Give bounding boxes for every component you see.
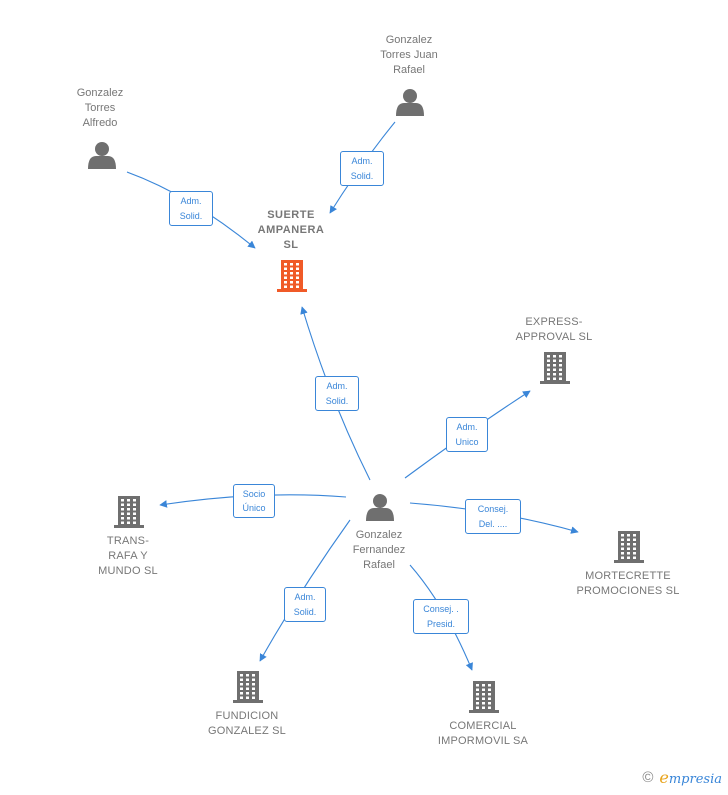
edge-label-line: Solid.: [179, 210, 203, 221]
edge-label-line: Socio: [242, 489, 266, 499]
edge-label-gfr-to-comercial[interactable]: Consej. . Presid.: [413, 599, 469, 634]
node-label-line: AMPANERA: [257, 224, 325, 236]
node-label-line: EXPRESS-: [525, 316, 583, 328]
copyright-symbol: ©: [642, 769, 654, 786]
edge-label-gfr-to-mortecrette[interactable]: Consej. Del. ....: [465, 499, 521, 534]
edge-label-line: Adm.: [326, 381, 348, 391]
node-label-line: Gonzalez: [76, 87, 124, 99]
node-label-line: RAFA Y: [108, 550, 148, 562]
edge-label-line: Consej. .: [423, 604, 459, 614]
building-icon: [540, 352, 570, 384]
edge-label-gfr-to-express[interactable]: Adm. Unico: [446, 417, 488, 452]
edge-label-line: Solid.: [325, 395, 349, 406]
node-label-line: SL: [283, 239, 299, 251]
edge-label-line: Unico: [455, 436, 479, 447]
building-icon: [114, 496, 144, 528]
edge-label-line: Solid.: [293, 606, 317, 617]
node-label-line: GONZALEZ SL: [208, 725, 286, 737]
building-icon: [469, 681, 499, 713]
node-label-line: COMERCIAL: [449, 720, 517, 732]
node-label-line: SUERTE: [267, 209, 315, 221]
node-label-line: IMPORMOVIL SA: [437, 735, 529, 747]
node-label-line: Rafael: [393, 64, 425, 76]
edge-label-line: Adm.: [456, 422, 478, 432]
node-label-line: MUNDO SL: [98, 565, 158, 577]
node-label-line: Fernandez: [352, 544, 406, 556]
node-label-line: PROMOCIONES SL: [576, 585, 680, 597]
edge-label-gfr-to-suerte[interactable]: Adm. Solid.: [315, 376, 359, 411]
node-label-line: MORTECRETTE: [585, 570, 671, 582]
edge-label-line: Solid.: [350, 170, 374, 181]
node-label-line: Gonzalez: [355, 529, 403, 541]
edge-label-line: Del. ....: [478, 518, 508, 529]
edge-label-gta-to-suerte[interactable]: Adm. Solid.: [169, 191, 213, 226]
empresia-watermark: © empresia: [642, 768, 722, 787]
node-label-fundicion[interactable]: FUNDICION GONZALEZ SL: [177, 709, 317, 739]
edge-label-line: Adm.: [294, 592, 316, 602]
node-label-line: FUNDICION: [215, 710, 279, 722]
node-label-line: Gonzalez: [385, 34, 433, 46]
building-icon: [233, 671, 263, 703]
edge-label-line: Único: [242, 503, 266, 513]
node-label-line: Torres: [84, 102, 116, 114]
node-label-line: APPROVAL SL: [515, 331, 593, 343]
edge-label-line: Presid.: [426, 618, 455, 629]
brand-initial: e: [659, 768, 669, 787]
person-icon: [396, 89, 424, 116]
building-icon: [277, 260, 307, 292]
building-icon: [614, 531, 644, 563]
edge-label-gtjr-to-suerte[interactable]: Adm. Solid.: [340, 151, 384, 186]
edge-label-line: Adm.: [180, 196, 202, 206]
edge-label-line: Adm.: [351, 156, 373, 166]
node-label-line: Torres Juan: [380, 49, 438, 61]
node-label-line: Rafael: [363, 559, 395, 571]
edge-label-line: Consej.: [477, 504, 509, 514]
node-label-express[interactable]: EXPRESS- APPROVAL SL: [484, 315, 624, 345]
edge-label-gfr-to-fundicion[interactable]: Adm. Solid.: [284, 587, 326, 622]
node-label-line: TRANS-: [106, 535, 150, 547]
node-label-mortecrette[interactable]: MORTECRETTE PROMOCIONES SL: [558, 569, 698, 599]
node-label-suerte[interactable]: SUERTE AMPANERA SL: [221, 208, 361, 253]
node-label-line: Alfredo: [82, 117, 118, 129]
person-icon: [88, 142, 116, 169]
node-label-comercial[interactable]: COMERCIAL IMPORMOVIL SA: [413, 719, 553, 749]
brand-name: mpresia: [668, 772, 722, 787]
node-label-transrafa[interactable]: TRANS- RAFA Y MUNDO SL: [58, 534, 198, 579]
person-icon: [366, 494, 394, 521]
